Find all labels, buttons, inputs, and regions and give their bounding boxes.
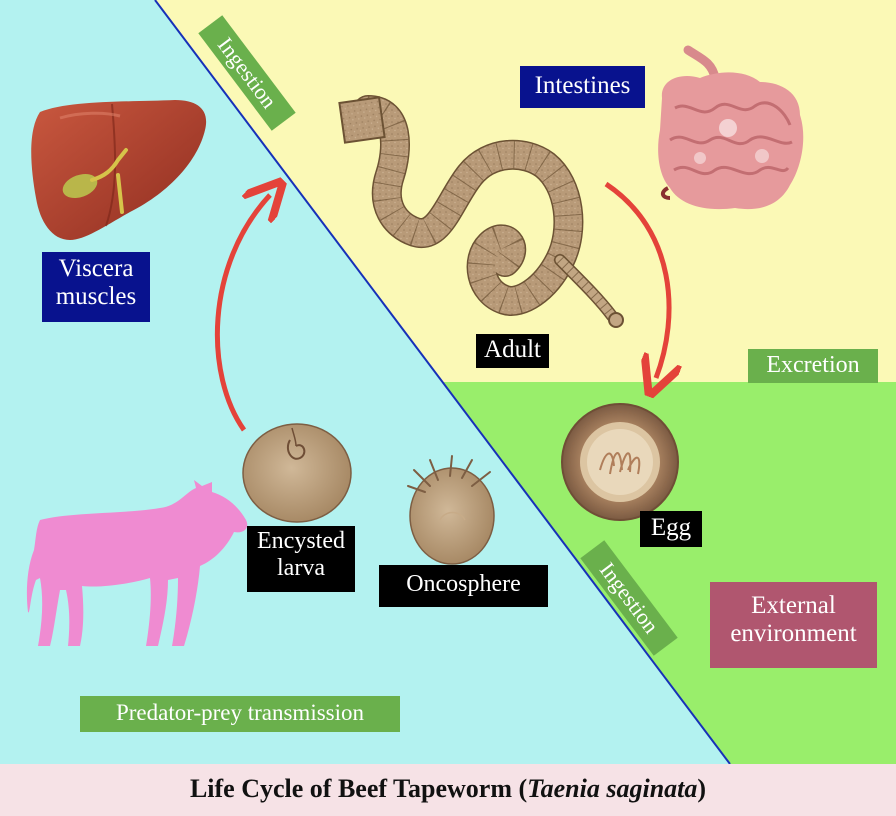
egg-label: Egg xyxy=(640,511,702,547)
viscera-line2: muscles xyxy=(55,283,137,310)
predator-prey-transmission-label: Predator-prey transmission xyxy=(80,696,400,732)
viscera-line1: Viscera xyxy=(58,255,134,282)
title-prefix: Life Cycle of Beef Tapeworm ( xyxy=(189,774,528,803)
oncosphere-icon xyxy=(407,455,495,565)
encysted-larva-icon xyxy=(242,423,352,523)
diagram-canvas xyxy=(0,0,896,764)
title-suffix: ) xyxy=(697,774,707,803)
footer-caption-bar: Life Cycle of Beef Tapeworm (Taenia sagi… xyxy=(0,764,896,816)
adult-label: Adult xyxy=(476,334,549,368)
encysted-larva-label: Encysted larva xyxy=(247,526,355,592)
encysted-line2: larva xyxy=(277,554,325,581)
environment-zone xyxy=(443,382,896,764)
cow-icon xyxy=(26,480,248,646)
zone-divider-line xyxy=(154,0,731,764)
intestines-icon xyxy=(658,45,804,210)
external-line1: External xyxy=(751,592,836,619)
encysted-line1: Encysted xyxy=(257,528,345,554)
tapeworm-icon xyxy=(338,95,624,328)
egg-icon xyxy=(561,403,679,521)
external-line2: environment xyxy=(730,620,857,647)
oncosphere-label: Oncosphere xyxy=(379,565,548,607)
liver-icon xyxy=(31,100,207,240)
arrow-adult-to-egg xyxy=(604,181,669,378)
title-species: Taenia saginata xyxy=(527,774,698,803)
arrow-larva-to-viscera xyxy=(214,195,270,432)
diagram-title: Life Cycle of Beef Tapeworm (Taenia sagi… xyxy=(0,774,896,804)
intestines-label: Intestines xyxy=(520,66,645,108)
excretion-label: Excretion xyxy=(748,349,878,383)
viscera-muscles-label: Viscera muscles xyxy=(42,252,150,322)
external-environment-label: External environment xyxy=(710,582,877,668)
